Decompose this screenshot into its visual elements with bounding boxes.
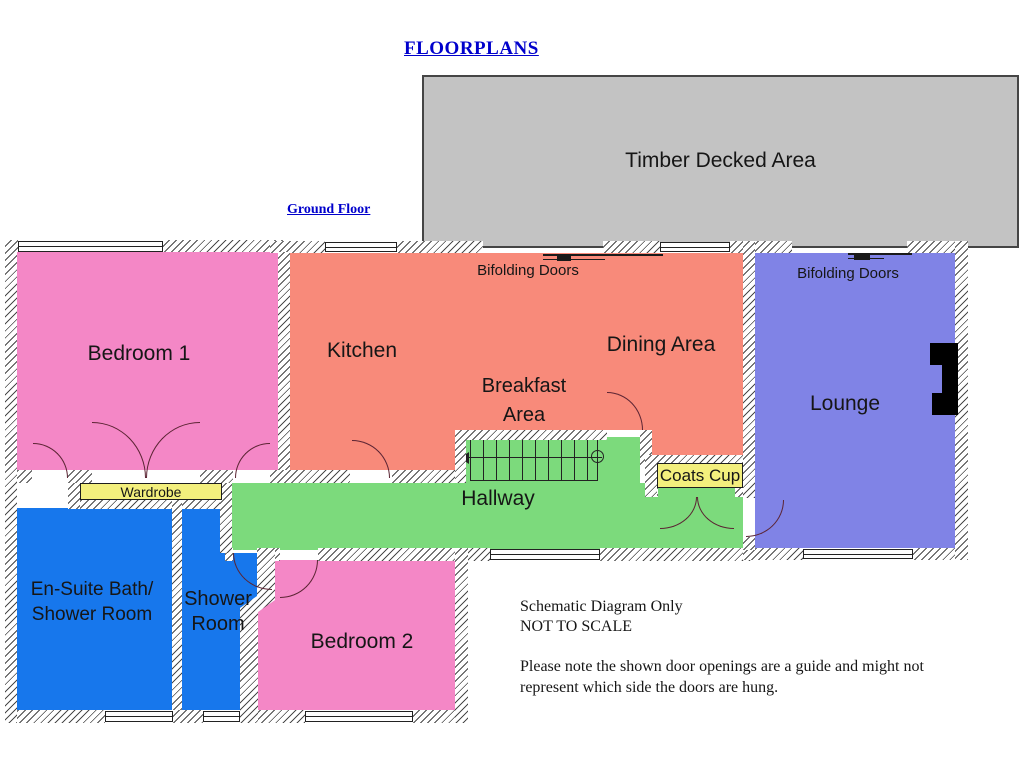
wall-segment xyxy=(743,537,755,550)
staircase-rail-line xyxy=(468,457,602,458)
wall-segment xyxy=(745,241,792,253)
wall-segment xyxy=(318,548,490,561)
bifold-door-line xyxy=(848,253,912,255)
window xyxy=(325,242,397,252)
wall-segment xyxy=(645,455,743,465)
wall-segment xyxy=(603,241,660,253)
wall-segment xyxy=(913,548,968,560)
wall-segment xyxy=(645,455,657,497)
wall-segment xyxy=(5,240,17,723)
bifolding-doors-lounge-label: Bifolding Doors xyxy=(797,265,899,282)
wall-segment xyxy=(270,470,350,483)
staircase-treads xyxy=(470,438,598,481)
wall-segment xyxy=(68,500,232,509)
wall-segment xyxy=(455,430,466,483)
dining-area-label: Dining Area xyxy=(606,333,716,356)
shower-line2: Room xyxy=(191,613,245,635)
wall-segment xyxy=(600,548,755,561)
timber-decked-area-label: Timber Decked Area xyxy=(625,149,816,172)
wall-segment xyxy=(735,487,743,497)
window xyxy=(18,241,163,252)
wall-segment xyxy=(200,470,233,483)
wall-segment xyxy=(730,241,745,253)
breakfast-area-label: Breakfast Area xyxy=(482,372,566,430)
coats-cupboard: Coats Cup xyxy=(657,463,743,488)
wall-segment xyxy=(743,548,803,560)
wall-segment xyxy=(397,241,483,253)
kitchen-label: Kitchen xyxy=(326,339,398,362)
staircase-newel-circle xyxy=(591,450,604,463)
fireplace-block xyxy=(930,343,958,365)
window xyxy=(203,711,240,722)
wall-segment xyxy=(225,548,233,561)
fireplace-block xyxy=(932,393,958,415)
wall-segment xyxy=(68,470,92,483)
wall-segment xyxy=(413,710,468,723)
bifolding-doors-kitchen-label: Bifolding Doors xyxy=(477,262,579,279)
wall-segment xyxy=(270,241,325,253)
wall-segment xyxy=(272,548,280,561)
breakfast-line2: Area xyxy=(502,404,546,426)
note-door-openings-2: represent which side the doors are hung. xyxy=(520,679,779,696)
window xyxy=(803,549,913,559)
lounge-area xyxy=(755,253,955,548)
hallway-label: Hallway xyxy=(461,487,535,510)
note-not-to-scale: NOT TO SCALE xyxy=(520,618,633,635)
bifold-door-line xyxy=(543,254,663,256)
timber-decked-area: Timber Decked Area xyxy=(422,75,1019,248)
wall-segment xyxy=(163,240,283,252)
wall-segment xyxy=(743,241,755,498)
wall-segment xyxy=(455,430,607,440)
wall-segment xyxy=(455,548,468,723)
lounge-label: Lounge xyxy=(809,392,881,415)
bedroom1-area xyxy=(17,252,278,470)
wall-segment xyxy=(220,483,232,553)
shower-line1: Shower xyxy=(184,588,252,610)
wall-segment xyxy=(173,710,203,723)
window xyxy=(105,711,173,722)
ensuite-label: En-Suite Bath/ Shower Room xyxy=(31,577,154,627)
bedroom2-label: Bedroom 2 xyxy=(310,630,414,653)
ensuite-area xyxy=(17,508,172,710)
wardrobe-cupboard: Wardrobe xyxy=(80,483,222,500)
bifold-door-line xyxy=(557,256,571,261)
coats-cupboard-label: Coats Cup xyxy=(659,466,741,485)
fireplace-block xyxy=(942,365,958,393)
breakfast-line1: Breakfast xyxy=(481,375,567,397)
window xyxy=(490,549,600,560)
ensuite-line2: Shower Room xyxy=(31,604,153,625)
ensuite-line1: En-Suite Bath/ xyxy=(30,579,154,600)
wall-segment xyxy=(907,241,968,253)
note-schematic: Schematic Diagram Only xyxy=(520,598,683,615)
wall-segment xyxy=(955,241,968,560)
bedroom1-label: Bedroom 1 xyxy=(87,342,191,365)
window xyxy=(305,711,413,722)
wall-segment xyxy=(392,470,455,483)
wardrobe-label: Wardrobe xyxy=(120,484,182,500)
window xyxy=(660,242,730,252)
wall-segment xyxy=(68,483,80,509)
note-door-openings-1: Please note the shown door openings are … xyxy=(520,658,924,675)
page-title[interactable]: FLOORPLANS xyxy=(404,38,539,59)
shower-room-label: Shower Room xyxy=(184,587,252,637)
wall-segment xyxy=(172,500,182,710)
bifold-door-line xyxy=(543,259,605,260)
wall-segment xyxy=(5,710,105,723)
bifold-door-line xyxy=(854,255,870,260)
ground-floor-link[interactable]: Ground Floor xyxy=(287,202,371,217)
wall-segment xyxy=(278,252,290,470)
